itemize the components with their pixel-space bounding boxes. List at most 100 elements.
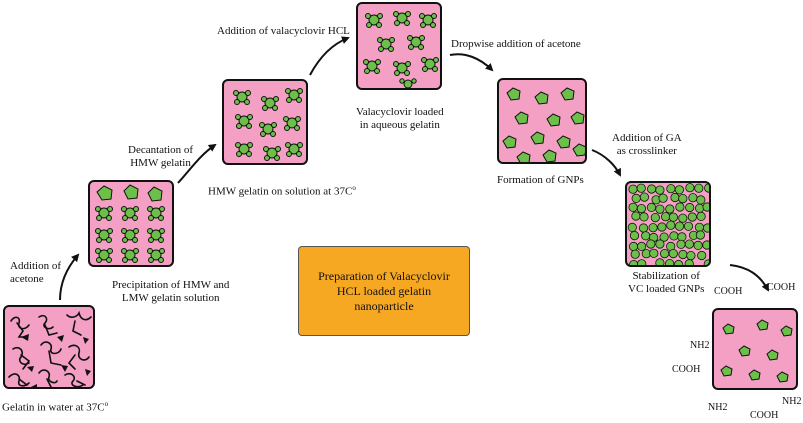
arrow-5 bbox=[591, 149, 621, 177]
dense-particle bbox=[629, 230, 640, 241]
gnps-formation-box bbox=[497, 78, 587, 164]
dense-particle bbox=[670, 192, 680, 203]
stabilization-label: Stabilization of VC loaded GNPs bbox=[628, 270, 705, 295]
addition-ga-label: Addition of GA as crosslinker bbox=[612, 132, 682, 157]
arrow-2 bbox=[177, 143, 217, 184]
dense-particle bbox=[666, 220, 676, 230]
dense-particle bbox=[641, 231, 651, 241]
dense-particle bbox=[655, 258, 665, 265]
dense-particle bbox=[629, 260, 639, 265]
dense-particle bbox=[637, 259, 647, 265]
dense-particle bbox=[631, 193, 641, 203]
dense-particle bbox=[675, 202, 685, 212]
valacyclovir-loaded-box bbox=[356, 2, 442, 90]
dense-particle bbox=[665, 259, 675, 265]
dense-particle bbox=[704, 183, 709, 193]
dense-particle bbox=[678, 213, 688, 223]
dense-particle bbox=[702, 202, 709, 212]
diagram-title-box: Preparation of Valacyclovir HCL loaded g… bbox=[298, 246, 470, 336]
dense-particle bbox=[628, 184, 638, 194]
dense-particle bbox=[703, 259, 709, 265]
dropwise-acetone-label: Dropwise addition of acetone bbox=[451, 38, 581, 50]
arrow-4 bbox=[449, 53, 494, 72]
dense-particle bbox=[646, 239, 656, 249]
group-nh2-2: NH2 bbox=[708, 402, 728, 413]
group-cooh-4: COOH bbox=[750, 410, 779, 421]
final-nanoparticle-box bbox=[712, 308, 798, 390]
gnp-particles bbox=[502, 87, 585, 162]
dense-particle bbox=[659, 232, 669, 242]
dense-particle bbox=[655, 204, 665, 214]
dense-particle bbox=[657, 222, 667, 232]
decantation-label: Decantation of HMW gelatin bbox=[128, 144, 194, 169]
dense-particle bbox=[639, 192, 649, 202]
dense-particle bbox=[702, 223, 709, 233]
dense-particle bbox=[694, 183, 704, 193]
dense-particle bbox=[697, 250, 707, 261]
dense-particles bbox=[627, 183, 709, 265]
dense-particle bbox=[647, 184, 657, 194]
addition-valacyclovir-label: Addition of valacyclovir HCL bbox=[217, 25, 350, 37]
dense-particle bbox=[665, 204, 675, 214]
dense-particle bbox=[628, 202, 638, 212]
final-particles bbox=[720, 319, 793, 383]
dense-particle bbox=[674, 185, 685, 195]
dense-particle bbox=[630, 249, 640, 259]
dense-particle bbox=[678, 249, 688, 260]
group-cooh-3: COOH bbox=[672, 364, 701, 375]
dense-particle bbox=[688, 193, 698, 203]
dense-particle bbox=[659, 249, 670, 259]
dense-particle bbox=[627, 222, 637, 233]
dense-particle bbox=[684, 259, 694, 265]
dense-particle bbox=[648, 223, 658, 233]
dense-particle bbox=[696, 195, 706, 205]
group-cooh-1: COOH bbox=[714, 286, 743, 297]
group-nh2-3: NH2 bbox=[782, 396, 802, 407]
dense-particle bbox=[628, 241, 639, 252]
dense-particle bbox=[638, 223, 649, 233]
precipitation-box bbox=[88, 180, 174, 267]
dense-particle bbox=[678, 194, 688, 204]
dense-particle bbox=[694, 222, 705, 232]
arrow-6 bbox=[729, 264, 769, 292]
group-nh2-1: NH2 bbox=[690, 340, 710, 351]
precipitation-label: Precipitation of HMW and LMW gelatin sol… bbox=[112, 279, 230, 304]
dense-particle bbox=[702, 240, 709, 250]
dense-particle bbox=[660, 212, 671, 222]
gelatin-particles bbox=[95, 184, 165, 263]
dense-particle bbox=[639, 212, 649, 222]
dense-particle bbox=[668, 249, 678, 259]
valacyclovir-loaded-label: Valacyclovir loaded in aqueous gelatin bbox=[356, 106, 444, 131]
hmw-particles bbox=[233, 88, 303, 161]
dense-particle bbox=[650, 212, 660, 223]
arrow-1 bbox=[59, 253, 80, 301]
gelatin-water-label: Gelatin in water at 37Co bbox=[2, 400, 109, 414]
dense-particle bbox=[687, 212, 697, 222]
dense-particle bbox=[668, 212, 679, 222]
dense-particle bbox=[674, 221, 685, 231]
dense-particle bbox=[655, 239, 665, 249]
dense-particle bbox=[695, 203, 705, 213]
dense-particle bbox=[685, 183, 695, 193]
dense-particle bbox=[696, 211, 706, 222]
formation-gnps-label: Formation of GNPs bbox=[497, 174, 584, 186]
gelatin-chains bbox=[8, 310, 92, 387]
dense-particle bbox=[637, 241, 647, 252]
dense-particle bbox=[686, 251, 696, 261]
dense-particle bbox=[674, 259, 684, 265]
dense-particle bbox=[669, 231, 679, 241]
dense-particle bbox=[685, 202, 695, 213]
arrow-3 bbox=[309, 36, 350, 76]
diagram-title: Preparation of Valacyclovir HCL loaded g… bbox=[318, 268, 450, 313]
dense-particle bbox=[636, 204, 646, 214]
gelatin-water-box bbox=[3, 305, 95, 389]
dense-particle bbox=[631, 211, 641, 221]
dense-particle bbox=[666, 184, 676, 194]
dense-particle bbox=[684, 239, 695, 249]
dense-particle bbox=[683, 221, 694, 231]
addition-acetone-label: Addition of acetone bbox=[10, 260, 62, 285]
stabilization-box bbox=[625, 181, 711, 267]
dense-particle bbox=[693, 240, 703, 251]
group-cooh-2: COOH bbox=[767, 282, 796, 293]
